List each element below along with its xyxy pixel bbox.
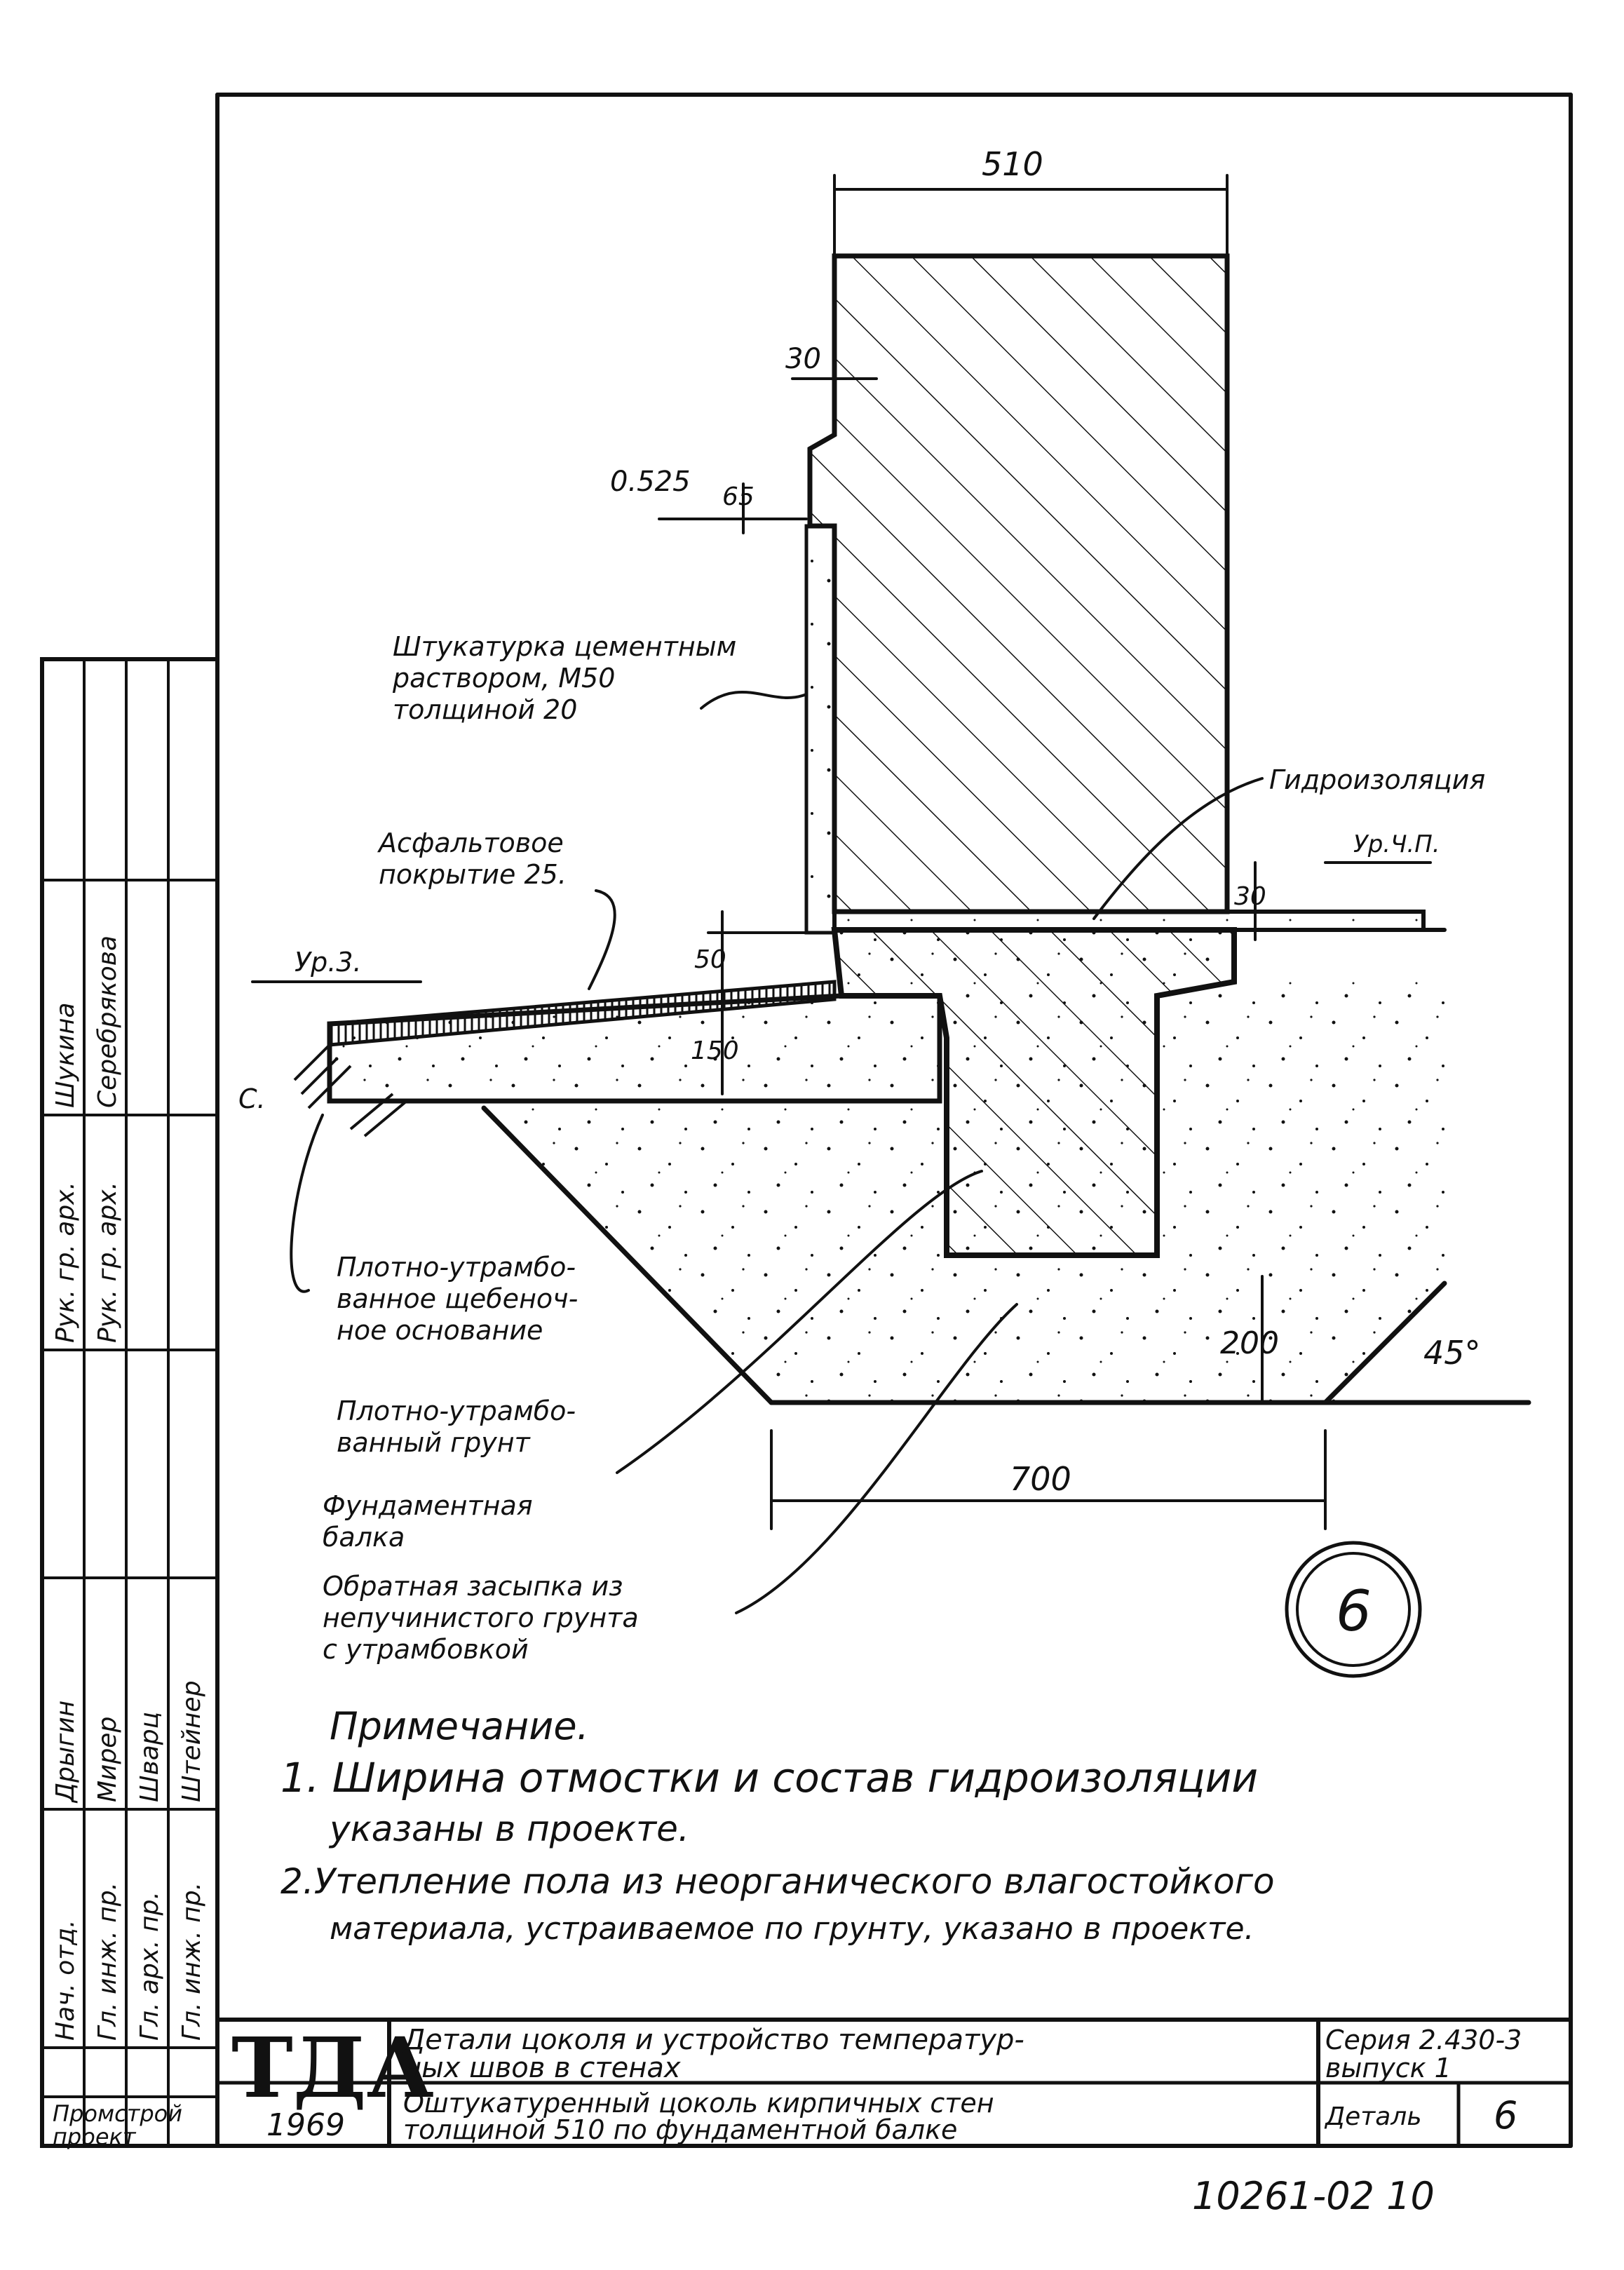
label-backfill-2: непучинистого грунта (323, 1602, 639, 1633)
label-plaster-3: толщиной 20 (393, 694, 577, 725)
waterproofing-layer (832, 910, 1426, 932)
brick-wall (807, 253, 1230, 914)
label-crushed-1: Плотно-утрамбо- (337, 1252, 576, 1283)
label-asphalt-2: покрытие 25. (379, 859, 567, 890)
stamp-name-2: Мирер (93, 1717, 122, 1802)
dim-slab-thickness: 150 (691, 1036, 739, 1065)
title-block: ТДА 1969 Промстрой проект Детали цоколя … (41, 2018, 1573, 2150)
side-stamp: Нач. отд. Дрыгин Гл. инж. пр. Мирер Гл. … (40, 657, 219, 2148)
label-plaster-2: раствором, М50 (392, 663, 615, 694)
dim-wall-width: 510 (982, 145, 1043, 183)
asphalt-layer (327, 980, 837, 1047)
label-backfill-1: Обратная засыпка из (323, 1571, 623, 1602)
backfill-soil (484, 1108, 1444, 1403)
label-crushed-2: ванное щебеноч- (337, 1283, 578, 1314)
stamp-role-6: Рук. гр. арх. (93, 1182, 122, 1343)
stamp-role-4: Гл. инж. пр. (177, 1882, 206, 2041)
stamp-role-3: Гл. арх. пр. (135, 1891, 164, 2041)
label-soil-1: Плотно-утрамбо- (337, 1396, 576, 1426)
dim-socle-height: 65 (722, 482, 755, 511)
org-2: проект (53, 2123, 137, 2150)
notes: Примечание. 1. Ширина отмостки и состав … (280, 1704, 1275, 1947)
annotation-labels: Штукатурка цементным раствором, М50 толщ… (238, 631, 1485, 1665)
title-main-2: ных швов в стенах (403, 2052, 681, 2084)
label-backfill-3: с утрамбовкой (323, 1634, 529, 1665)
level-floor: Ур.Ч.П. (1353, 830, 1440, 858)
detail-label: Деталь (1324, 2102, 1422, 2131)
dim-waterproofing: 30 (1234, 882, 1266, 911)
label-waterproofing: Гидроизоляция (1269, 764, 1485, 795)
label-plaster-1: Штукатурка цементным (393, 631, 736, 662)
floor-base (1157, 982, 1444, 1255)
logo-text: ТДА (231, 2019, 434, 2116)
stamp-name-1: Дрыгин (51, 1701, 80, 1804)
dim-angle: 45° (1423, 1334, 1481, 1372)
series-label: Серия 2.430-3 (1325, 2025, 1522, 2055)
title-sub-2: толщиной 510 по фундаментной балке (403, 2114, 957, 2145)
org-1: Промстрой (53, 2100, 182, 2127)
note-2b: материала, устраиваемое по грунту, указа… (330, 1911, 1254, 1947)
notes-title: Примечание. (330, 1704, 589, 1748)
label-soil-mark: С. (238, 1083, 266, 1114)
concrete-fill (834, 930, 1234, 1255)
title-main-1: Детали цоколя и устройство температур- (402, 2024, 1024, 2056)
stamp-name-3: Шварц (135, 1712, 164, 1802)
stamp-name-4: Штейнер (177, 1680, 206, 1802)
label-asphalt-1: Асфальтовое (377, 827, 564, 858)
ground-hatch (293, 1043, 408, 1137)
note-1: 1. Ширина отмостки и состав гидроизоляци… (280, 1754, 1258, 1802)
detail-value: 6 (1494, 2093, 1517, 2137)
title-sub-1: Оштукатуренный цоколь кирпичных стен (403, 2088, 994, 2119)
year: 1969 (266, 2107, 345, 2143)
dim-level-socle: 0.525 (610, 466, 691, 498)
leader-lines (290, 690, 1264, 1614)
plaster-layer (804, 524, 837, 935)
stamp-role-5: Рук. гр. арх. (51, 1182, 80, 1343)
label-soil-2: ванный грунт (337, 1427, 532, 1458)
stamp-role-2: Гл. инж. пр. (93, 1882, 122, 2041)
detail-marker: 6 (1285, 1541, 1422, 1678)
detail-number: 6 (1336, 1579, 1372, 1644)
label-beam-1: Фундаментная (323, 1490, 533, 1521)
dim-beam-depth: 200 (1220, 1325, 1279, 1361)
dim-asphalt-offset: 50 (694, 945, 726, 974)
label-crushed-3: ное основание (337, 1315, 543, 1346)
sheet-code: 10261-02 10 (1192, 2174, 1435, 2218)
note-1b: указаны в проекте. (328, 1809, 689, 1849)
dimension-texts: 510 30 65 0.525 30 50 150 200 700 45° Ур… (295, 145, 1481, 1498)
section-drawing (293, 253, 1531, 1405)
note-2: 2.Утепление пола из неорганического влаг… (280, 1861, 1275, 1902)
dim-plaster-step: 30 (785, 343, 821, 375)
stamp-role-1: Нач. отд. (51, 1919, 80, 2041)
level-ground: Ур.3. (295, 947, 362, 978)
stamp-name-5: Шукина (51, 1002, 80, 1108)
dimension-lines (251, 174, 1432, 1530)
stamp-name-6: Серебрякова (93, 935, 122, 1108)
issue-label: выпуск 1 (1325, 2053, 1452, 2083)
label-beam-2: балка (323, 1522, 405, 1553)
dim-footing-width: 700 (1010, 1460, 1071, 1498)
